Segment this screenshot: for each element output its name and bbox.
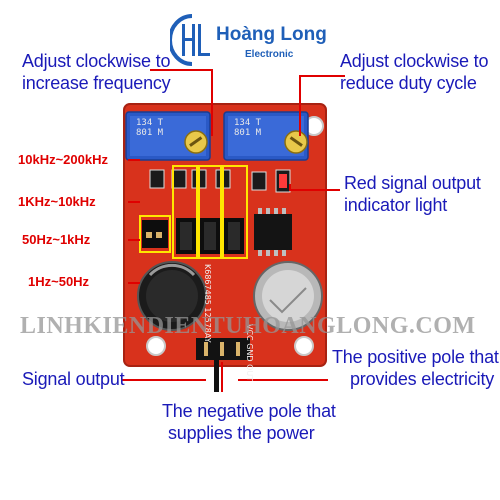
logo-icon [170, 14, 210, 66]
left-pot-marking: 134 T 801 M [136, 118, 164, 138]
right-potentiometer [223, 111, 309, 161]
left-capacitor [137, 261, 207, 331]
duty-adjust-label: Adjust clockwise to reduce duty cycle [340, 51, 489, 93]
right-pot-marking: 134 T 801 M [234, 118, 262, 138]
jumper-headers [142, 218, 244, 254]
highlight-boxes [139, 165, 248, 259]
logo-name: Hoàng Long [216, 24, 327, 45]
positive-pole-label: The positive pole that provides electric… [332, 347, 499, 389]
ic-chip [254, 208, 292, 256]
left-potentiometer [125, 111, 211, 161]
freq-adjust-label: Adjust clockwise to increase frequency [22, 51, 171, 93]
range-50hz-1khz: 50Hz~1kHz [22, 232, 91, 247]
logo-subtitle: Electronic [245, 49, 294, 60]
range-1khz-10khz: 1KHz~10kHz [18, 194, 96, 209]
red-indicator-label: Red signal output indicator light [344, 173, 481, 215]
negative-pole-label: The negative pole that supplies the powe… [162, 401, 336, 443]
mount-hole [294, 336, 314, 356]
watermark: LINHKIENDIENTUHOANGLONG.COM [20, 313, 476, 339]
pointer-lines [122, 69, 345, 392]
pin-header [196, 338, 250, 392]
range-1hz-50hz: 1Hz~50Hz [28, 274, 90, 289]
range-10khz-200khz: 10kHz~200kHz [18, 152, 108, 167]
red-led [279, 174, 287, 188]
mount-hole [146, 336, 166, 356]
signal-output-label: Signal output [22, 369, 125, 389]
right-capacitor [253, 261, 323, 331]
